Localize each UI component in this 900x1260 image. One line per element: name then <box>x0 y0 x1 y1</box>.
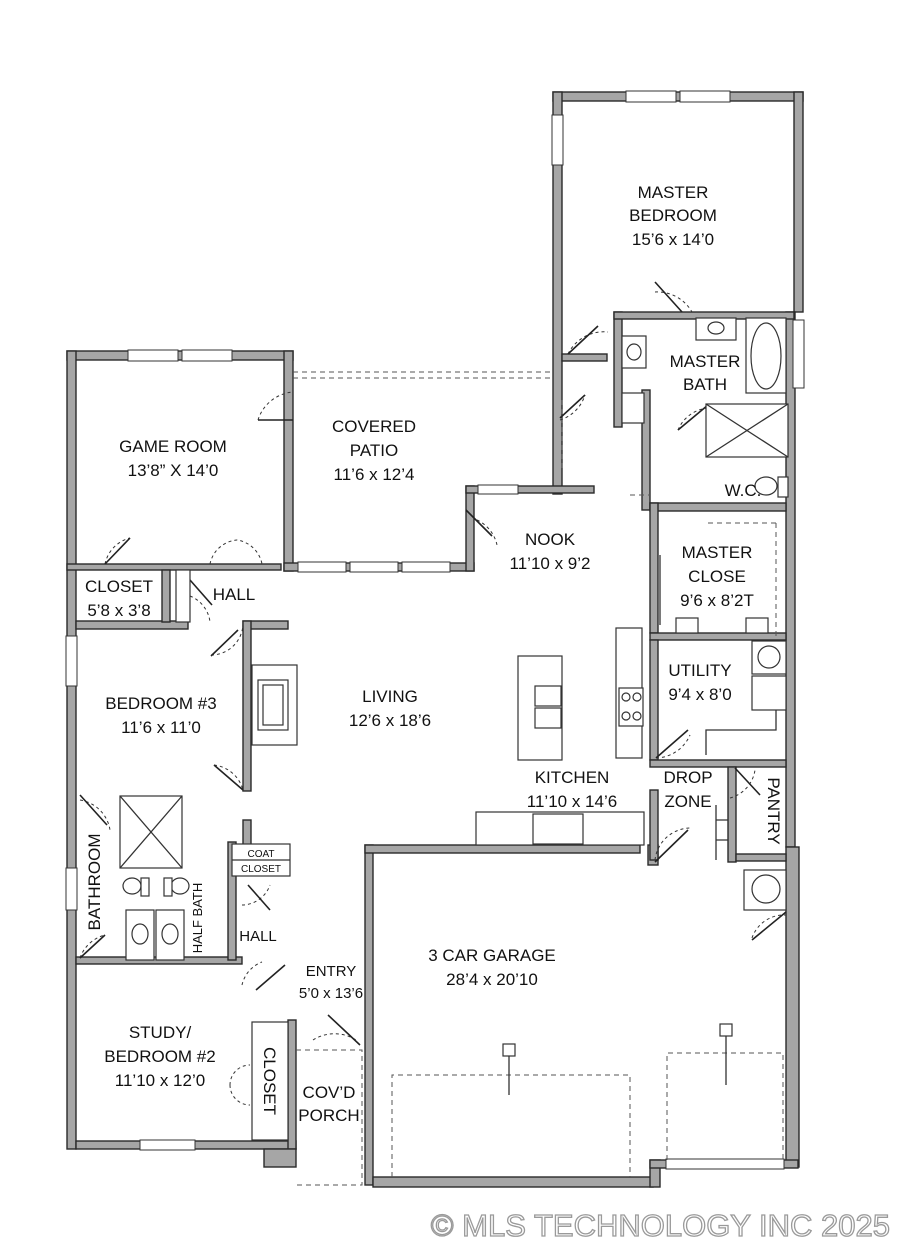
drop-zone-name: DROP <box>663 768 712 787</box>
fixtures <box>119 317 789 1141</box>
garage-name: 3 CAR GARAGE <box>428 946 556 965</box>
closet-name: CLOSET <box>260 1047 279 1115</box>
utility-name: UTILITY <box>668 661 731 680</box>
room-labels: MASTER BEDROOM 15’6 x 14’0 MASTER BATH W… <box>85 183 783 1125</box>
doors <box>79 281 787 1106</box>
toilet-icon <box>754 476 789 498</box>
game-room-size: 13’8” X 14’0 <box>128 461 219 480</box>
nook-size: 11’10 x 9’2 <box>510 554 591 573</box>
range-icon <box>615 627 644 759</box>
bedroom-3-size: 11’6 x 11’0 <box>121 718 201 737</box>
kitchen-sink-icon <box>532 813 584 845</box>
covered-patio-name: COVERED <box>332 417 416 436</box>
master-closet-size: 9’6 x 8’2T <box>680 591 754 610</box>
covered-patio-size: 11’6 x 12’4 <box>334 465 415 484</box>
master-bath-name: MASTER <box>670 352 741 371</box>
toilet-icon <box>163 877 190 897</box>
nook-name: NOOK <box>525 530 576 549</box>
coat-closet-name: COAT <box>247 849 274 860</box>
copyright-watermark: © MLS TECHNOLOGY INC 2025 <box>431 1208 890 1243</box>
master-bath-name: BATH <box>683 375 727 394</box>
drop-zone-name: ZONE <box>664 792 711 811</box>
windows <box>65 90 805 1170</box>
covd-porch-name: PORCH <box>298 1106 359 1125</box>
fireplace-icon <box>251 664 298 746</box>
master-bedroom-size: 15’6 x 14’0 <box>632 230 714 249</box>
washer-dryer-icon <box>751 640 787 711</box>
pantry-name: PANTRY <box>764 777 783 844</box>
coat-closet-name: CLOSET <box>241 864 281 875</box>
sink-icon <box>125 909 155 961</box>
hall-name: HALL <box>239 928 277 945</box>
kitchen-size: 11’10 x 14’6 <box>527 792 617 811</box>
kitchen-island-icon <box>517 655 563 761</box>
wc-name: W.C. <box>725 481 762 500</box>
kitchen-name: KITCHEN <box>535 768 610 787</box>
study-size: 11’10 x 12’0 <box>115 1071 205 1090</box>
bathroom-name: BATHROOM <box>85 834 104 931</box>
covered-patio-name: PATIO <box>350 441 399 460</box>
half-bath-name: HALF BATH <box>190 883 205 954</box>
garage-opener-icon <box>719 1023 733 1085</box>
garage-size: 28’4 x 20’10 <box>446 970 538 989</box>
toilet-icon <box>122 877 150 897</box>
study-name: STUDY/ <box>129 1023 192 1042</box>
closet-size: 5’8 x 3’8 <box>87 601 150 620</box>
closet-name: CLOSET <box>85 577 153 596</box>
dashed-outlines <box>293 371 784 1186</box>
entry-name: ENTRY <box>306 963 357 980</box>
hall-name: HALL <box>213 585 256 604</box>
master-closet-name: MASTER <box>682 543 753 562</box>
living-size: 12’6 x 18’6 <box>349 711 431 730</box>
living-name: LIVING <box>362 687 418 706</box>
sink-icon <box>155 909 185 961</box>
garage-opener-icon <box>502 1043 516 1095</box>
covd-porch-name: COV’D <box>303 1083 356 1102</box>
study-name: BEDROOM #2 <box>104 1047 215 1066</box>
sink-icon <box>621 335 647 369</box>
utility-size: 9’4 x 8’0 <box>668 685 731 704</box>
master-bedroom-name: BEDROOM <box>629 206 717 225</box>
game-room-name: GAME ROOM <box>119 437 227 456</box>
water-heater-icon <box>743 869 787 911</box>
bedroom-3-name: BEDROOM #3 <box>105 694 216 713</box>
sink-icon <box>695 317 737 341</box>
master-closet-name: CLOSE <box>688 567 746 586</box>
bathtub-icon <box>745 317 787 394</box>
shower-icon <box>705 403 789 458</box>
master-bedroom-name: MASTER <box>638 183 709 202</box>
shower-icon <box>119 795 183 869</box>
entry-size: 5’0 x 13’6 <box>299 985 363 1002</box>
